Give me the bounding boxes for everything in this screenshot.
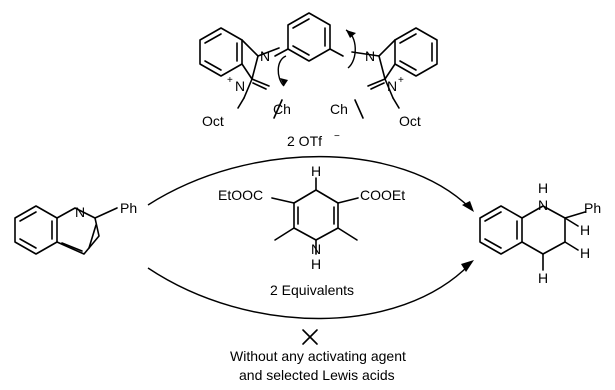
product-h-3: H [580,245,590,261]
catalyst-n-plus-left: N [235,78,245,94]
no-reaction-cross-icon [302,329,318,345]
hantzsch-h-top: H [311,163,321,179]
failed-condition-line1: Without any activating agent [230,348,406,364]
rotation-arrowhead-right [346,30,356,38]
catalyst-oct-right: Oct [399,113,421,129]
catalyst-oct-left: Oct [202,113,224,129]
product-h-4: H [538,270,548,286]
catalyst-structure: N N + Ch Oct N N + Ch Oct 2 OTf − [199,12,438,149]
substrate-structure: N Ph [14,200,137,255]
substrate-n: N [75,204,85,220]
substrate-ph: Ph [120,200,137,216]
catalyst-central-benzene [274,12,344,62]
catalyst-n-right: N [365,48,375,64]
hantzsch-ester-left: EtOOC [218,187,263,203]
hantzsch-h-bottom: H [311,256,321,272]
product-h-2: H [580,222,590,238]
catalyst-ch-right: Ch [330,101,348,117]
catalyst-ch-left: Ch [273,101,291,117]
failed-condition-line2: and selected Lewis acids [239,367,395,383]
hantzsch-equivalents: 2 Equivalents [270,282,354,298]
hantzsch-ester-structure: EtOOC COOEt N H H 2 Equivalents [218,163,405,298]
catalyst-right-benzimidazolium [351,27,438,119]
product-structure: N H Ph H H H [479,180,601,286]
catalyst-counterion-charge: − [334,131,340,142]
catalyst-charge-right: + [398,75,404,86]
catalyst-n-left: N [260,48,270,64]
reaction-arrowhead-uncatalyzed [461,260,474,272]
catalyst-n-plus-right: N [387,78,397,94]
rotation-arrow-left [277,55,287,87]
hantzsch-ester-right: COOEt [360,187,405,203]
reaction-arrowhead-catalyzed [462,201,474,212]
reaction-arrow-catalyzed [147,155,471,209]
product-h-n: H [538,180,548,196]
reaction-arrow-uncatalyzed [147,263,471,320]
hantzsch-n: N [311,241,321,257]
product-ph: Ph [584,200,601,216]
catalyst-charge-left: + [227,75,233,86]
catalyst-counterion: 2 OTf [287,133,322,149]
product-n: N [538,197,548,213]
rotation-arrowhead-left [280,78,288,86]
catalyst-left-benzimidazolium [199,27,283,119]
